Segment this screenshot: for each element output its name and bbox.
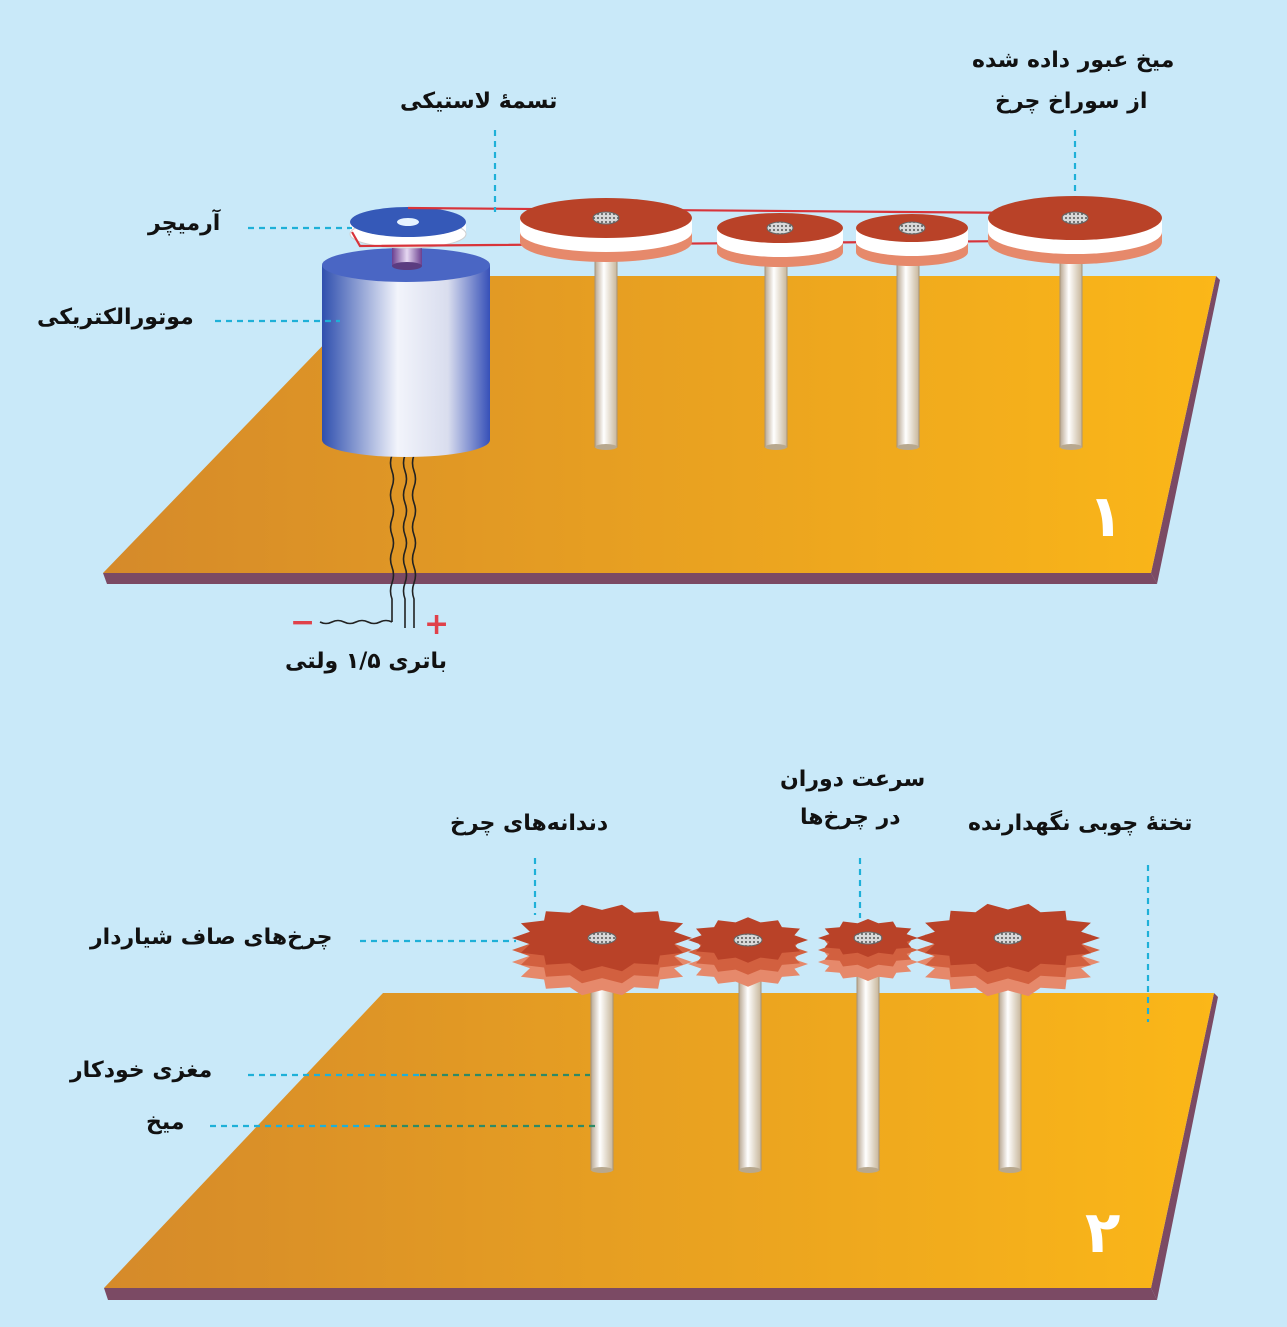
armature-label: آرمیچر — [148, 211, 221, 236]
wheel-hub — [993, 931, 1023, 945]
toothed-wheels-2 — [512, 903, 1100, 997]
wheel-hub — [733, 933, 763, 947]
battery-wires — [319, 454, 417, 628]
pulley-wheel — [988, 196, 1162, 264]
electric-motor — [322, 240, 490, 457]
pulley-wheel — [520, 198, 692, 262]
belt-label: تسمهٔ لاستیکی — [400, 89, 558, 114]
toothed-wheel — [512, 904, 692, 996]
wheels-1 — [520, 196, 1162, 267]
wheel-hub — [853, 931, 883, 945]
board-label: تختهٔ چوبی نگهدارنده — [968, 811, 1193, 836]
pulley-wheel — [856, 214, 968, 266]
pen-refill-label: مغزی خودکار — [70, 1058, 213, 1083]
nail — [896, 239, 920, 448]
toothed-wheel — [688, 917, 808, 987]
toothed-wheel — [916, 903, 1100, 997]
nails-2 — [590, 944, 1022, 1173]
minus-sign: − — [290, 605, 316, 640]
wheel-hub — [587, 931, 617, 945]
pulley-wheel — [717, 213, 843, 267]
teeth-label: دندانه‌های چرخ — [450, 811, 609, 836]
toothed-wheel — [818, 919, 918, 981]
diagram-number-1: ۱ — [1088, 482, 1124, 550]
nail-label-line2: از سوراخ چرخ — [995, 89, 1148, 114]
motor-label: موتورالکتریکی — [37, 305, 194, 330]
armature-pulley — [349, 207, 467, 249]
gears-label: چرخ‌های صاف شیاردار — [90, 925, 333, 950]
speed-label-line2: در چرخ‌ها — [800, 805, 901, 830]
battery-label: باتری ۱/۵ ولتی — [285, 649, 448, 674]
speed-label-line1: سرعت دوران — [780, 767, 926, 792]
wheel-hub — [592, 211, 620, 225]
wheel-hub — [1061, 211, 1089, 225]
board-2 — [104, 993, 1218, 1300]
plus-sign: + — [424, 607, 450, 642]
wheel-hub — [766, 221, 794, 235]
nail — [1059, 239, 1083, 448]
wheel-hub — [898, 221, 926, 235]
nail-label-line1: میخ عبور داده شده — [972, 48, 1175, 73]
nail — [764, 239, 788, 448]
nails-1 — [594, 239, 1083, 450]
nail — [594, 239, 618, 448]
leader-lines — [210, 130, 1150, 1128]
nail-label: میخ — [146, 1110, 185, 1135]
board-1 — [103, 276, 1220, 584]
diagram-number-2: ۲ — [1085, 1198, 1121, 1266]
